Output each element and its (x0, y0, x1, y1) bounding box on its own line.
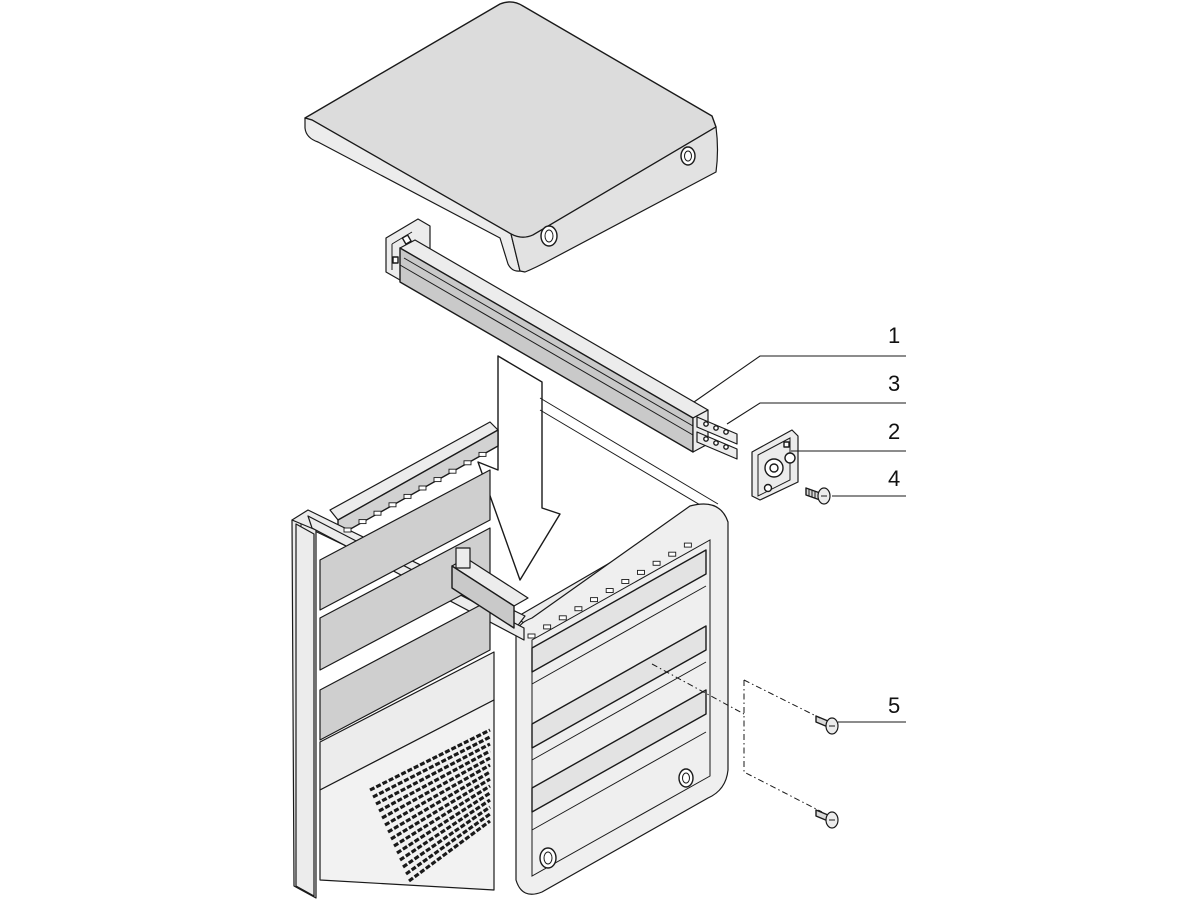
vent-row (387, 770, 491, 834)
perforation-slot (683, 542, 692, 548)
callout-2: 2 (888, 419, 900, 444)
perforation-slot (543, 624, 552, 630)
callout-4: 4 (888, 466, 900, 491)
perforation-slot (478, 451, 487, 457)
perforation-slot (668, 551, 677, 557)
vent-row (396, 791, 491, 855)
vent-row (378, 749, 491, 813)
perforation-slot (558, 615, 567, 621)
callout-5: 5 (888, 693, 900, 718)
vent-row (369, 728, 491, 792)
insertion-arrow (477, 355, 561, 581)
perforation-slot (358, 519, 367, 525)
vent-row (399, 798, 491, 862)
perforation-slot (590, 597, 598, 603)
vent-row (390, 777, 491, 841)
perforation-slot (403, 493, 412, 499)
perforation-slot (373, 510, 382, 516)
perforation-slot (448, 468, 457, 474)
callout-leaders (693, 355, 906, 723)
top-cover (304, 1, 719, 273)
vent-row (375, 742, 491, 806)
callout-3: 3 (888, 371, 900, 396)
perforation-slot (433, 477, 442, 483)
vent-row (384, 763, 491, 827)
perforation-slot (574, 606, 583, 612)
vent-row (381, 756, 491, 820)
rail-perforations (343, 451, 692, 639)
alignment-lines (651, 663, 823, 813)
guide-rail (385, 218, 738, 460)
screw-part-4 (805, 487, 831, 505)
perforation-slot (605, 588, 614, 593)
perforation-slot (637, 569, 645, 575)
screw-part-5-lower (815, 809, 839, 829)
ventilation-slots (369, 728, 491, 883)
perforation-slot (621, 579, 630, 584)
vent-row (405, 812, 491, 876)
perforation-slot (343, 527, 352, 533)
mounting-bracket (751, 429, 799, 501)
perforation-slot (463, 460, 472, 466)
screw-part-5-upper (815, 715, 839, 735)
callout-1: 1 (888, 323, 900, 348)
subrack-chassis (291, 397, 729, 899)
perforation-slot (418, 485, 427, 491)
vent-row (408, 819, 491, 883)
vent-row (402, 805, 491, 869)
vent-row (393, 784, 491, 848)
perforation-slot (527, 633, 536, 639)
perforation-slot (652, 560, 661, 566)
vent-row (372, 735, 491, 799)
perforation-slot (388, 502, 397, 508)
